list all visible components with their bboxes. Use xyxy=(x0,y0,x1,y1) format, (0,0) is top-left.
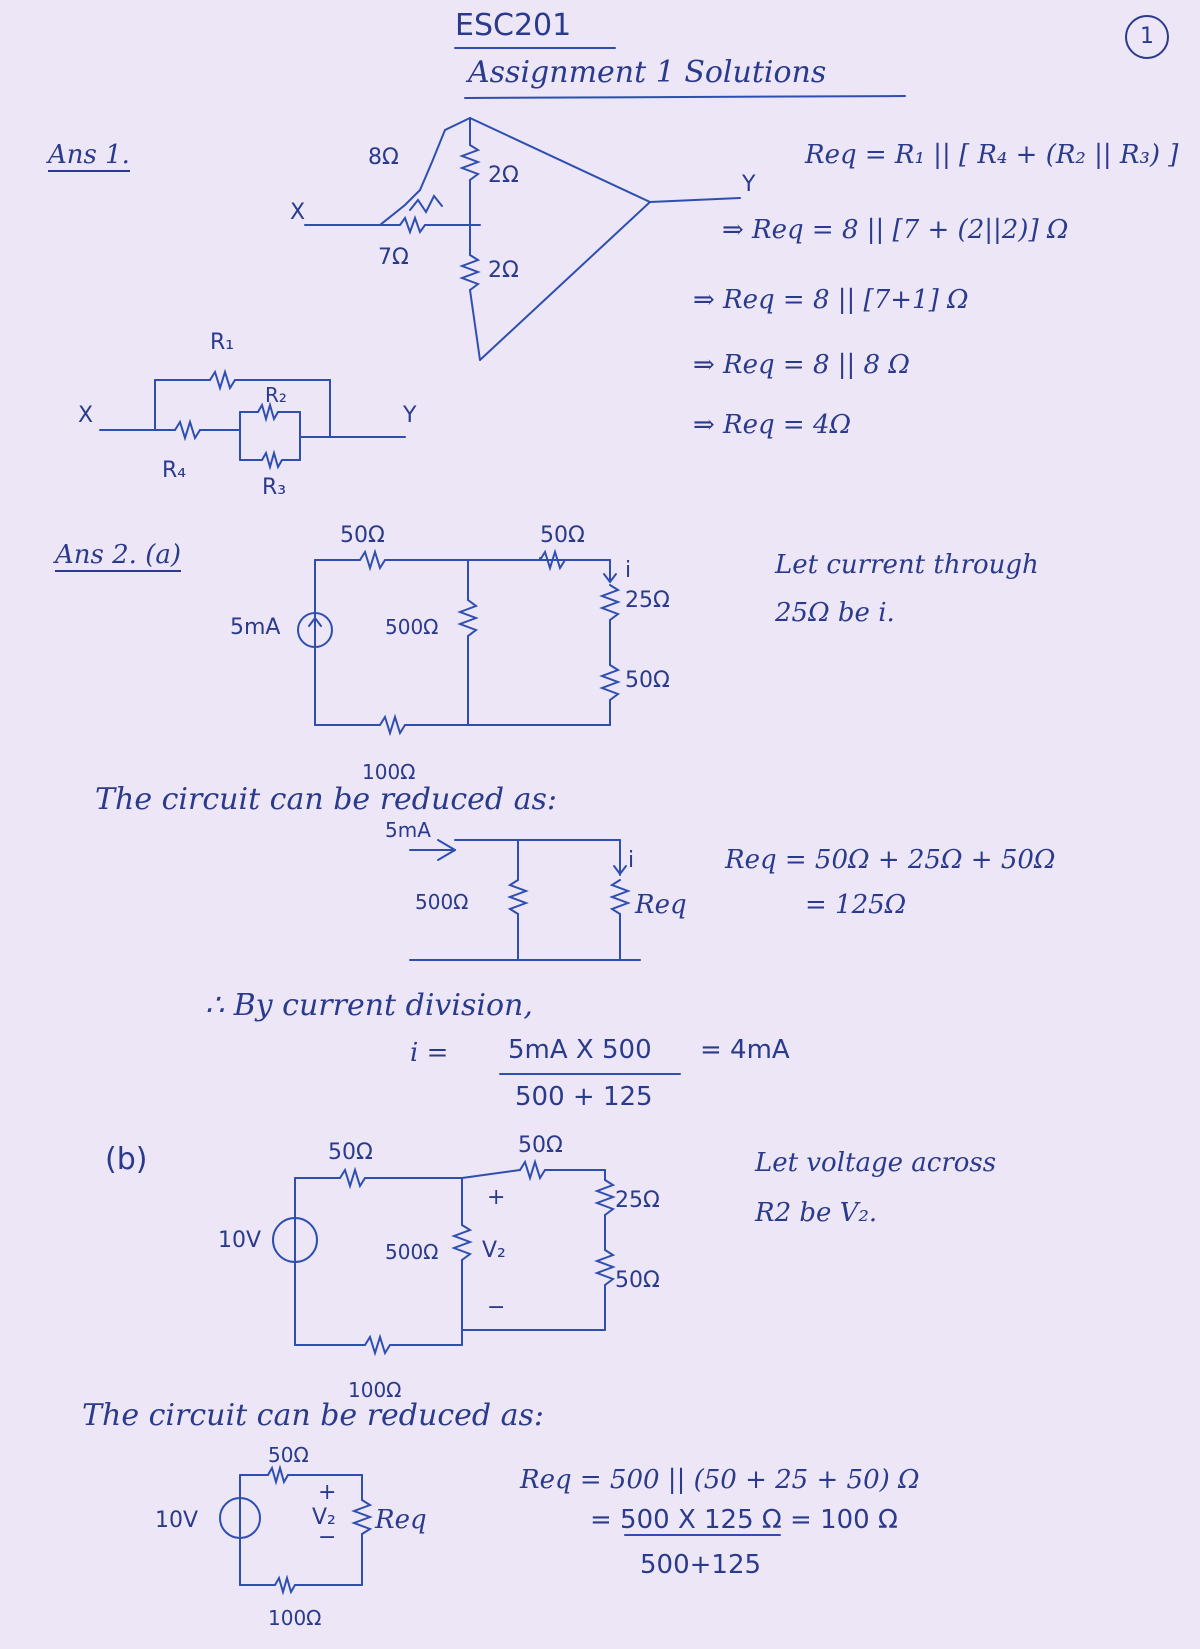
ans2a-label-source: 5mA xyxy=(230,615,281,640)
ans2a-i-symbol: i = xyxy=(410,1038,449,1068)
ans2a-label-50-right: 50Ω xyxy=(540,523,585,548)
ans2a-numerator: 5mA X 500 xyxy=(508,1035,652,1065)
ans2b-req-denominator: 500+125 xyxy=(640,1550,762,1580)
ans2b-note-line-2: R2 be V₂. xyxy=(755,1198,878,1228)
course-code: ESC201 xyxy=(455,8,572,43)
ans1-heading: Ans 1. xyxy=(48,140,130,172)
subtitle-underline xyxy=(464,95,906,99)
ans2b-label-100: 100Ω xyxy=(348,1378,402,1402)
ans2a-circuit-diagram xyxy=(297,548,621,737)
ans2b-label-plus: + xyxy=(487,1185,506,1210)
ans1-equivalent-diagram xyxy=(99,368,406,471)
ans1-equation-1: Req = R₁ || [ R₄ + (R₂ || R₃) ] xyxy=(805,140,1179,170)
ans2a-reduced-diagram xyxy=(409,839,641,961)
ans2a-note-line-1: Let current through xyxy=(775,550,1039,580)
ans2b-reduced-source: 10V xyxy=(155,1508,199,1533)
ans2a-note-line-2: 25Ω be i. xyxy=(775,598,895,628)
ans1-equation-4: ⇒ Req = 8 || 8 Ω xyxy=(693,350,910,380)
ans2b-heading: (b) xyxy=(105,1142,148,1177)
ans1-equation-2: ⇒ Req = 8 || [7 + (2||2)] Ω xyxy=(722,215,1069,245)
ans1-label-r2: R₂ xyxy=(265,383,287,407)
ans2b-reduced-v2: V₂ xyxy=(312,1505,336,1530)
ans2a-division-text: ∴ By current division, xyxy=(205,988,533,1023)
ans2b-label-50-bottom: 50Ω xyxy=(615,1268,660,1293)
ans2b-reduced-diagram xyxy=(219,1464,373,1596)
ans2a-label-500: 500Ω xyxy=(385,615,439,639)
ans1-label-equiv-x: X xyxy=(78,403,94,428)
ans2b-label-minus: − xyxy=(487,1295,506,1320)
ans2b-label-v2: V₂ xyxy=(482,1238,506,1263)
ans1-label-2ohm-bottom: 2Ω xyxy=(488,258,519,283)
ans2a-reduced-source: 5mA xyxy=(385,818,431,842)
ans2b-reduced-100: 100Ω xyxy=(268,1606,322,1630)
ans1-label-r1: R₁ xyxy=(210,330,235,355)
ans1-label-7ohm: 7Ω xyxy=(378,245,409,270)
ans2b-note-line-1: Let voltage across xyxy=(755,1148,997,1178)
ans2a-label-50-bottom: 50Ω xyxy=(625,668,670,693)
ans2b-req-line-1: Req = 500 || (50 + 25 + 50) Ω xyxy=(520,1465,920,1495)
ans1-label-r3: R₃ xyxy=(262,475,287,500)
ans2a-label-i: i xyxy=(625,558,632,583)
ans2b-req-line-2: = 500 X 125 Ω = 100 Ω xyxy=(590,1505,898,1535)
ans2b-reduced-req: Req xyxy=(375,1505,427,1535)
ans2a-req-line-2: = 125Ω xyxy=(805,890,907,920)
ans2a-req-line-1: Req = 50Ω + 25Ω + 50Ω xyxy=(725,845,1056,875)
ans1-label-equiv-y: Y xyxy=(403,403,417,428)
ans2b-circuit-diagram xyxy=(272,1158,616,1357)
ans1-equation-5: ⇒ Req = 4Ω xyxy=(693,410,852,440)
ans2b-label-50-left: 50Ω xyxy=(328,1140,373,1165)
ans2a-heading: Ans 2. (a) xyxy=(55,540,181,572)
ans2a-reduced-req: Req xyxy=(635,890,687,920)
ans2a-denominator: 500 + 125 xyxy=(515,1082,653,1112)
ans2a-result-value: = 4mA xyxy=(700,1035,790,1065)
ans2a-reduced-text: The circuit can be reduced as: xyxy=(95,782,558,817)
ans2b-reduced-50: 50Ω xyxy=(268,1443,309,1467)
ans2a-reduced-i: i xyxy=(628,848,635,873)
ans1-network-diagram xyxy=(304,117,741,361)
ans2a-label-100: 100Ω xyxy=(362,760,416,784)
assignment-title: Assignment 1 Solutions xyxy=(468,55,827,90)
ans2a-label-50-left: 50Ω xyxy=(340,523,385,548)
ans2a-reduced-500: 500Ω xyxy=(415,890,469,914)
ans1-label-x: X xyxy=(290,200,306,225)
ans2b-reduced-text: The circuit can be reduced as: xyxy=(82,1398,545,1433)
ans2b-label-source: 10V xyxy=(218,1228,262,1253)
ans2b-reduced-plus: + xyxy=(318,1480,337,1505)
ans2a-label-25: 25Ω xyxy=(625,588,670,613)
ans2b-label-500: 500Ω xyxy=(385,1240,439,1264)
ans2b-label-25: 25Ω xyxy=(615,1188,660,1213)
ans2b-label-50-right: 50Ω xyxy=(518,1133,563,1158)
ans1-label-2ohm-top: 2Ω xyxy=(488,163,519,188)
ans1-equation-3: ⇒ Req = 8 || [7+1] Ω xyxy=(693,285,969,315)
ans2b-reduced-minus: − xyxy=(318,1525,337,1550)
ans1-label-r4: R₄ xyxy=(162,458,187,483)
ans1-label-8ohm: 8Ω xyxy=(368,145,399,170)
page-number: 1 xyxy=(1125,15,1169,59)
ans1-label-y: Y xyxy=(742,172,756,197)
